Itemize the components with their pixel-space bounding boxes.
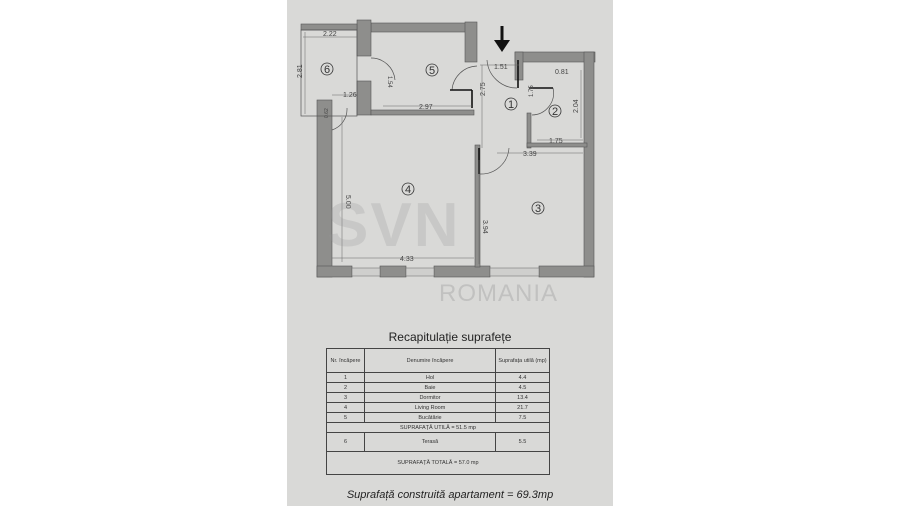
floor-plan-photo: 2.22 2.81 1.54 2.97 1.26 0.62 1.51 2.75 … [287, 0, 613, 506]
cell-name: Bucătărie [364, 412, 496, 423]
room-4-label: 4 [405, 184, 411, 196]
svg-text:1.75: 1.75 [549, 138, 563, 145]
cell-nr: 4 [326, 402, 365, 413]
cell-name: Terasă [364, 432, 496, 452]
svg-text:4.33: 4.33 [400, 256, 414, 263]
table-row: 3 Dormitor 13.4 [326, 392, 550, 403]
cell-name: Living Room [364, 402, 496, 413]
cell-nr: 3 [326, 392, 365, 403]
svg-text:2.97: 2.97 [419, 104, 433, 111]
svg-text:1.26: 1.26 [343, 92, 357, 99]
dim-2-22: 2.22 [323, 31, 337, 38]
room-2-label: 2 [552, 106, 558, 118]
svg-text:2.04: 2.04 [573, 99, 580, 113]
room-5-label: 5 [429, 65, 435, 77]
table-header-row: Nr. încăpere Denumire încăpere Suprafața… [326, 348, 550, 373]
dim-2-81: 2.81 [297, 64, 304, 78]
table-row: 2 Baie 4.5 [326, 382, 550, 393]
table-row: 4 Living Room 21.7 [326, 402, 550, 413]
floor-plan-drawing: 2.22 2.81 1.54 2.97 1.26 0.62 1.51 2.75 … [297, 19, 596, 278]
header-nr: Nr. încăpere [326, 348, 365, 373]
terrace-row: 6 Terasă 5.5 [326, 432, 550, 452]
svg-text:3.39: 3.39 [523, 151, 537, 158]
area-summary-table: Nr. încăpere Denumire încăpere Suprafața… [326, 348, 550, 475]
built-area-note: Suprafață construită apartament = 69.3mp [346, 489, 554, 501]
cell-name: Hol [364, 372, 496, 383]
cell-area: 7.5 [495, 412, 550, 423]
svg-text:0.62: 0.62 [324, 108, 330, 118]
useful-total: SUPRAFAȚĂ UTILĂ = 51.5 mp [326, 422, 550, 433]
room-1-label: 1 [508, 99, 514, 111]
svg-text:1.54: 1.54 [386, 76, 392, 88]
grand-total-row: SUPRAFAȚĂ TOTALĂ = 57.0 mp [326, 451, 550, 475]
table-row: 5 Bucătărie 7.5 [326, 412, 550, 423]
svg-text:1.51: 1.51 [494, 64, 508, 71]
summary-title: Recapitulație suprafețe [388, 330, 512, 344]
cell-area: 4.4 [495, 372, 550, 383]
svg-text:3.94: 3.94 [481, 220, 488, 234]
table-row: 1 Hol 4.4 [326, 372, 550, 383]
svg-text:5.00: 5.00 [344, 195, 351, 209]
cell-nr: 2 [326, 382, 365, 393]
header-area: Suprafața utilă (mp) [495, 348, 550, 373]
svg-text:1.75: 1.75 [529, 85, 535, 97]
svg-text:0.81: 0.81 [555, 69, 569, 76]
watermark-logo: SVN [327, 191, 461, 260]
cell-name: Baie [364, 382, 496, 393]
cell-area: 21.7 [495, 402, 550, 413]
cell-nr: 6 [326, 432, 365, 452]
watermark-subtext: ROMANIA [439, 280, 559, 307]
header-name: Denumire încăpere [364, 348, 496, 373]
svg-text:2.75: 2.75 [480, 82, 487, 96]
cell-nr: 1 [326, 372, 365, 383]
entrance-arrow-icon [494, 26, 510, 52]
cell-name: Dormitor [364, 392, 496, 403]
cell-nr: 5 [326, 412, 365, 423]
cell-area: 4.5 [495, 382, 550, 393]
room-6-label: 6 [324, 64, 330, 76]
grand-total: SUPRAFAȚĂ TOTALĂ = 57.0 mp [326, 451, 550, 475]
useful-total-row: SUPRAFAȚĂ UTILĂ = 51.5 mp [326, 422, 550, 433]
cell-area: 13.4 [495, 392, 550, 403]
room-3-label: 3 [535, 203, 541, 215]
cell-area: 5.5 [495, 432, 550, 452]
